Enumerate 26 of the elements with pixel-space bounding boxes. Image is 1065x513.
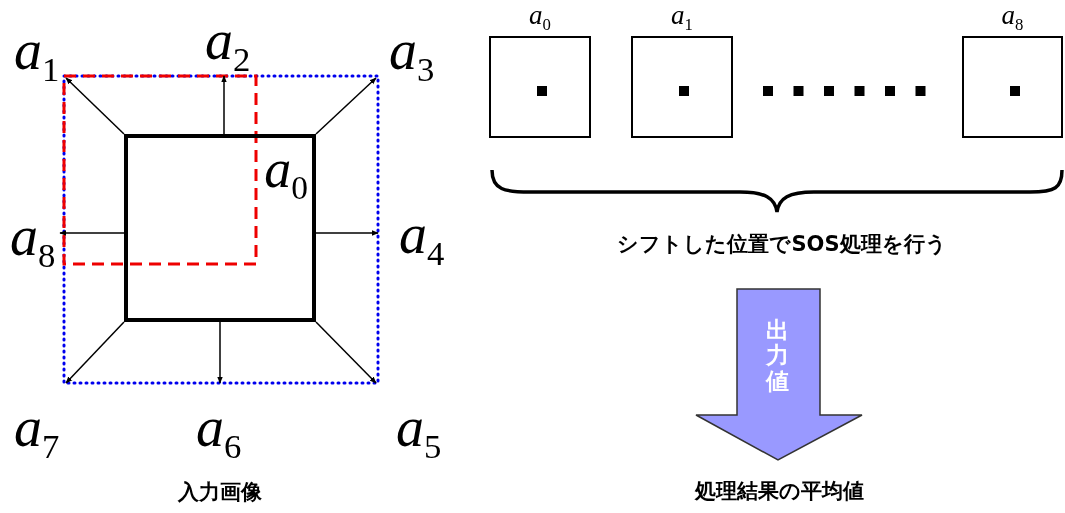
window-heading: a$_{8}$ [1000,2,1025,34]
arrow [65,321,125,384]
arrow [315,321,377,384]
block-arrow [695,288,863,461]
arrow [315,230,379,236]
arrow [217,321,223,384]
math-symbol: a$_{3}$ [389,22,435,88]
math-symbol: a$_{8}$ [10,208,56,274]
arrow [65,77,125,135]
arrow-label: 出力値 [766,318,789,394]
math-symbol: a$_{2}$ [205,12,251,78]
window-heading: a$_{1}$ [670,2,694,34]
window-heading: a$_{0}$ [528,2,552,34]
math-symbol: a$_{5}$ [396,399,442,465]
math-symbol: a$_{1}$ [14,22,60,88]
caption-text: 入力画像 [178,480,262,506]
caption-text: シフトした位置でSOS処理を行う [617,232,947,258]
math-symbol: a$_{4}$ [399,206,445,272]
caption-text: 処理結果の平均値 [694,479,864,505]
arrow [59,230,125,236]
math-symbol: a$_{7}$ [14,399,60,465]
arrow [221,75,227,135]
square-outline [124,134,316,322]
math-symbol: a$_{6}$ [196,399,242,465]
arrow [315,77,377,135]
math-symbol: a$_{0}$ [264,142,308,205]
